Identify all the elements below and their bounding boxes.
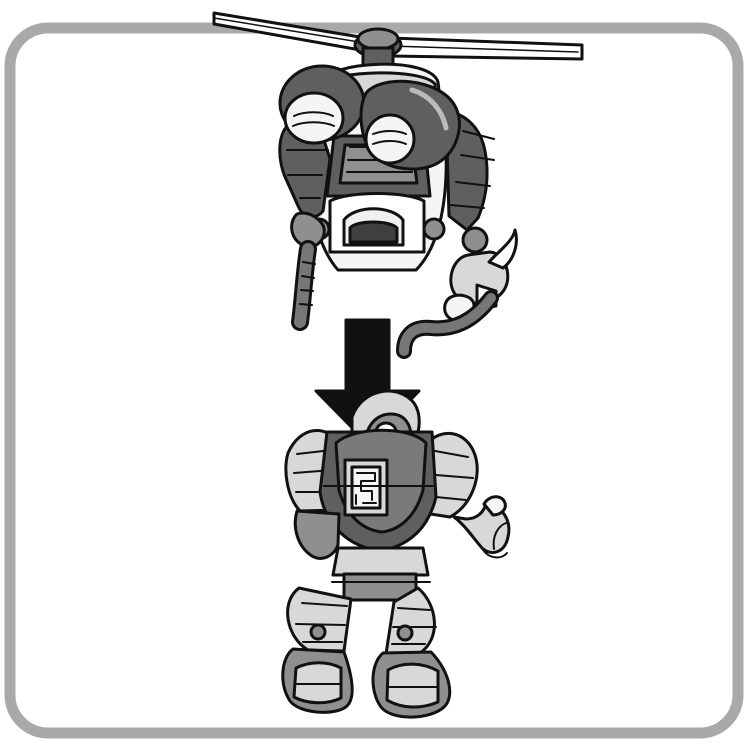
instruction-illustration xyxy=(0,0,749,744)
instruction-panel xyxy=(0,0,749,744)
